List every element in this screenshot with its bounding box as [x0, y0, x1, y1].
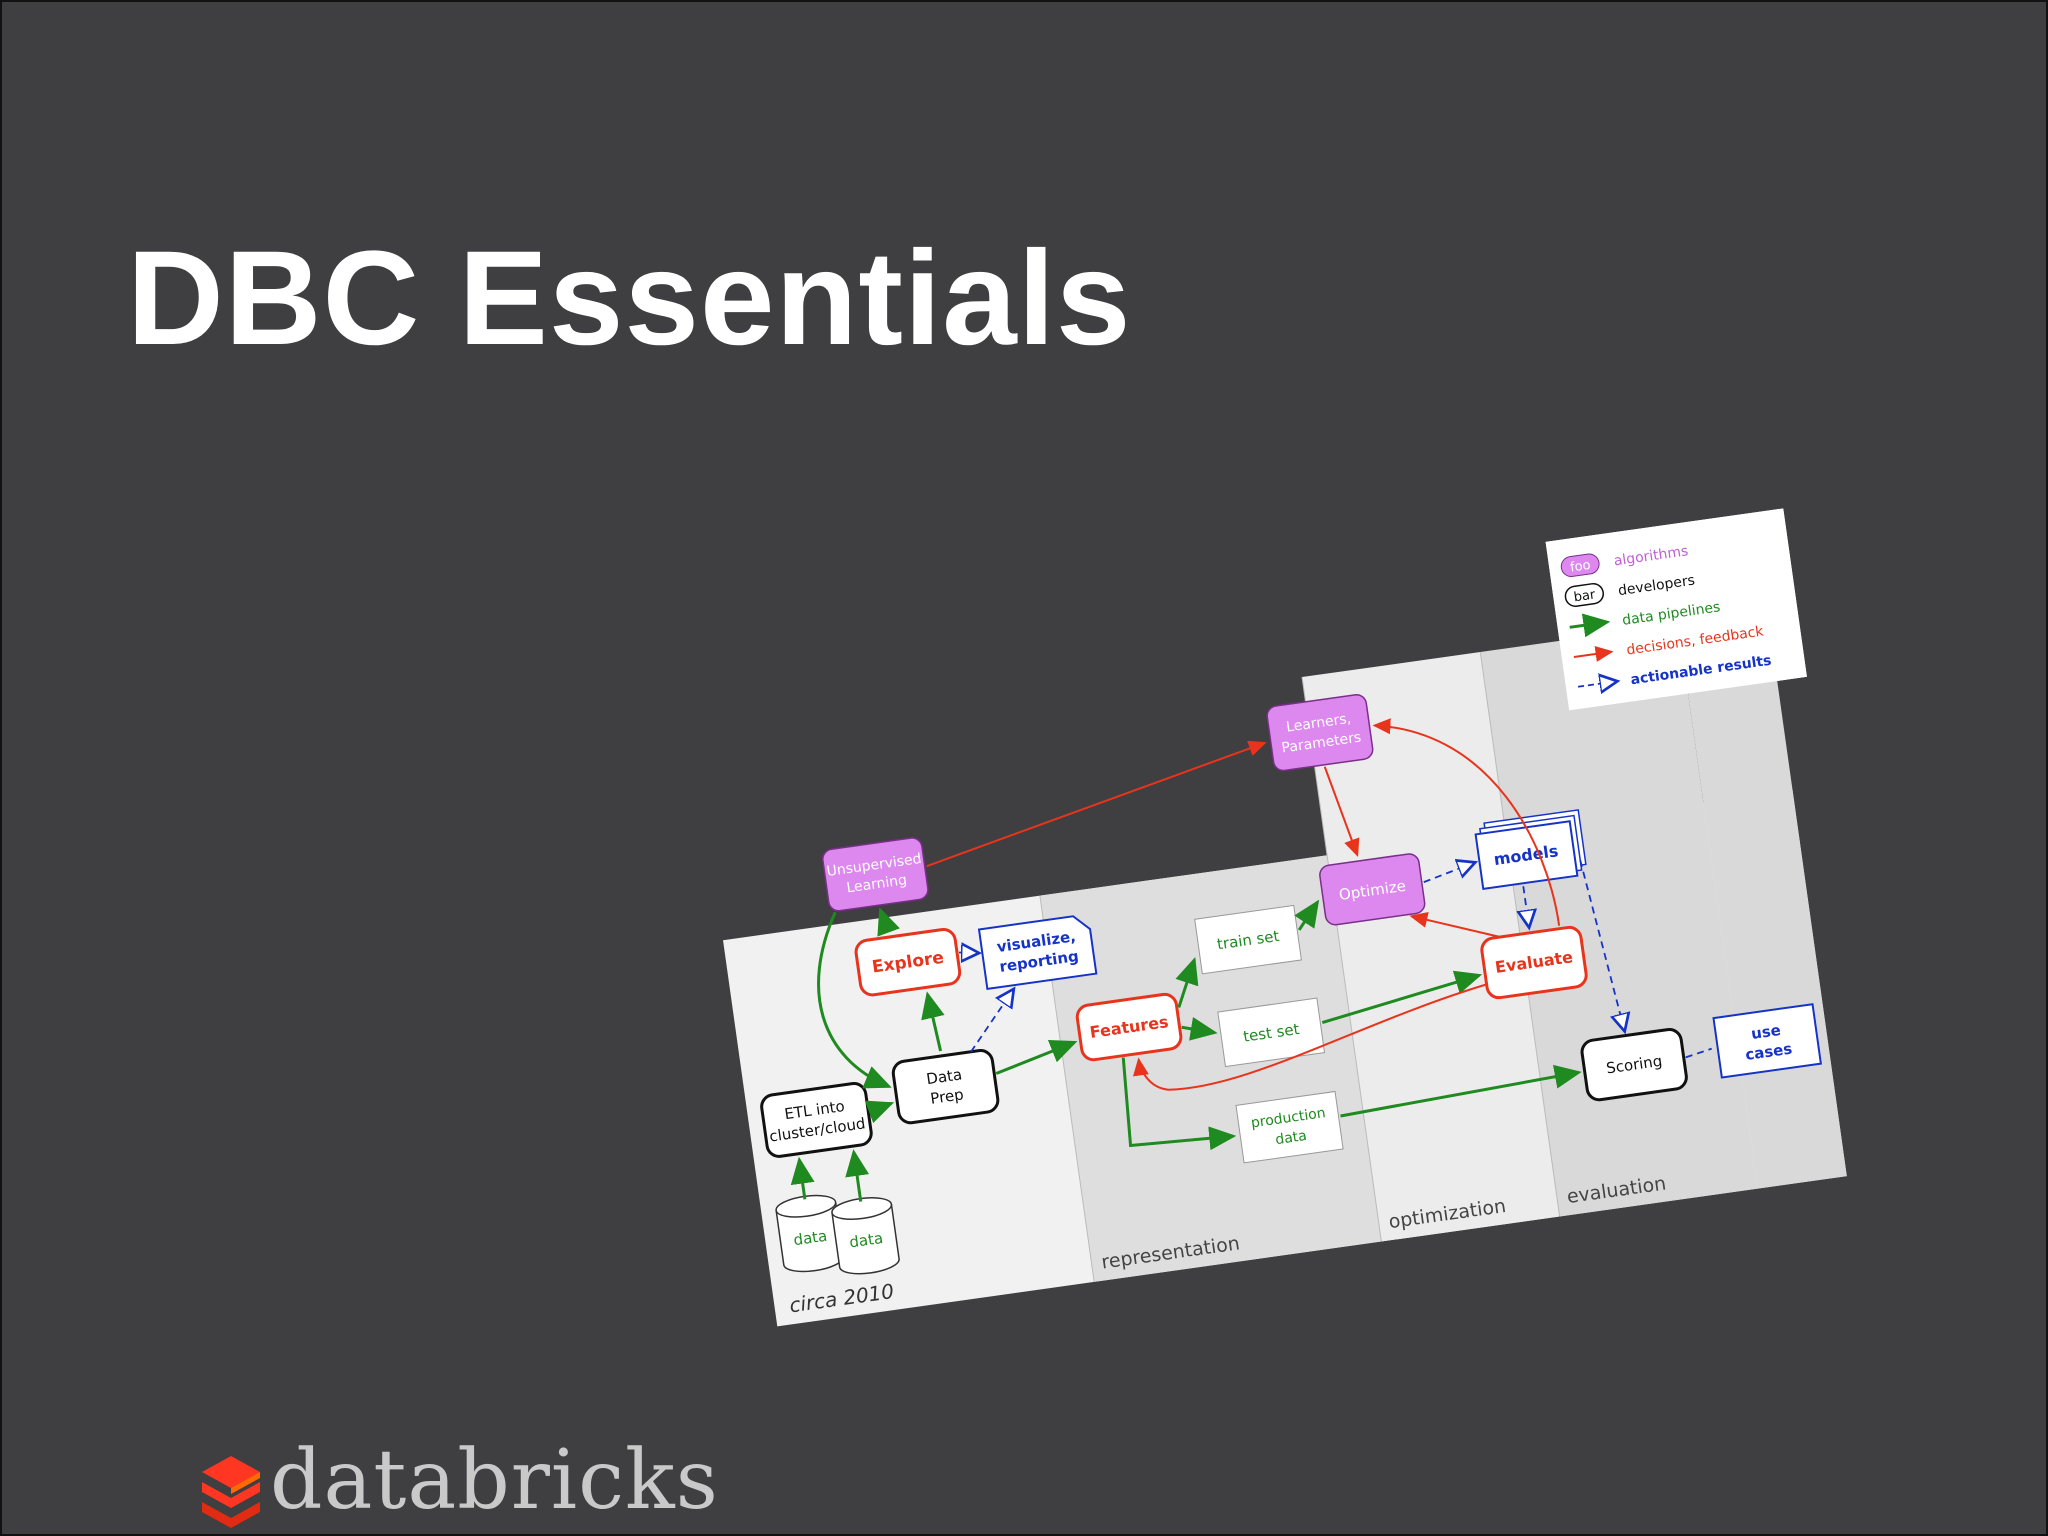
optimize-node: Optimize	[1319, 853, 1426, 926]
explore-node: Explore	[854, 928, 962, 997]
actionable-result-arrows	[959, 834, 1713, 1059]
production-data-node: production data	[1235, 1090, 1344, 1164]
data-cylinder-b: data	[831, 1197, 900, 1275]
data-pipeline-arrows	[790, 899, 1582, 1202]
models-node: models	[1474, 809, 1587, 891]
use-cases-node: use cases	[1712, 1003, 1823, 1079]
legend-bar: bar	[1573, 587, 1597, 605]
data-cylinder-a-label: data	[792, 1227, 828, 1250]
scoring-node: Scoring	[1580, 1027, 1688, 1102]
evaluate-node: Evaluate	[1480, 925, 1588, 1000]
etl-node: ETL into cluster/cloud	[760, 1081, 873, 1158]
diagram-legend: foo algorithms bar developers data pipel…	[1545, 508, 1807, 711]
use-cases-label-1: use	[1750, 1021, 1782, 1043]
data-prep-label-2: Prep	[929, 1085, 965, 1107]
data-prep-label-1: Data	[925, 1065, 963, 1088]
learners-parameters-node: Learners, Parameters	[1266, 694, 1374, 772]
databricks-logo-icon	[202, 1456, 260, 1528]
legend-foo: foo	[1569, 558, 1591, 576]
features-node: Features	[1075, 992, 1183, 1062]
test-set-node: test set	[1217, 997, 1326, 1068]
production-label-2: data	[1274, 1128, 1307, 1148]
data-prep-node: Data Prep	[891, 1049, 1000, 1125]
train-set-node: train set	[1194, 904, 1302, 975]
data-cylinder-a: data	[775, 1194, 844, 1273]
slide-title: DBC Essentials	[127, 224, 1132, 373]
visualize-reporting-node: visualize, reporting	[977, 915, 1098, 991]
data-cylinder-b-label: data	[848, 1229, 884, 1252]
unsupervised-learning-node: Unsupervised Learning	[822, 837, 929, 912]
databricks-logo-text: databricks	[270, 1433, 719, 1528]
decision-feedback-arrows	[926, 718, 1561, 1091]
